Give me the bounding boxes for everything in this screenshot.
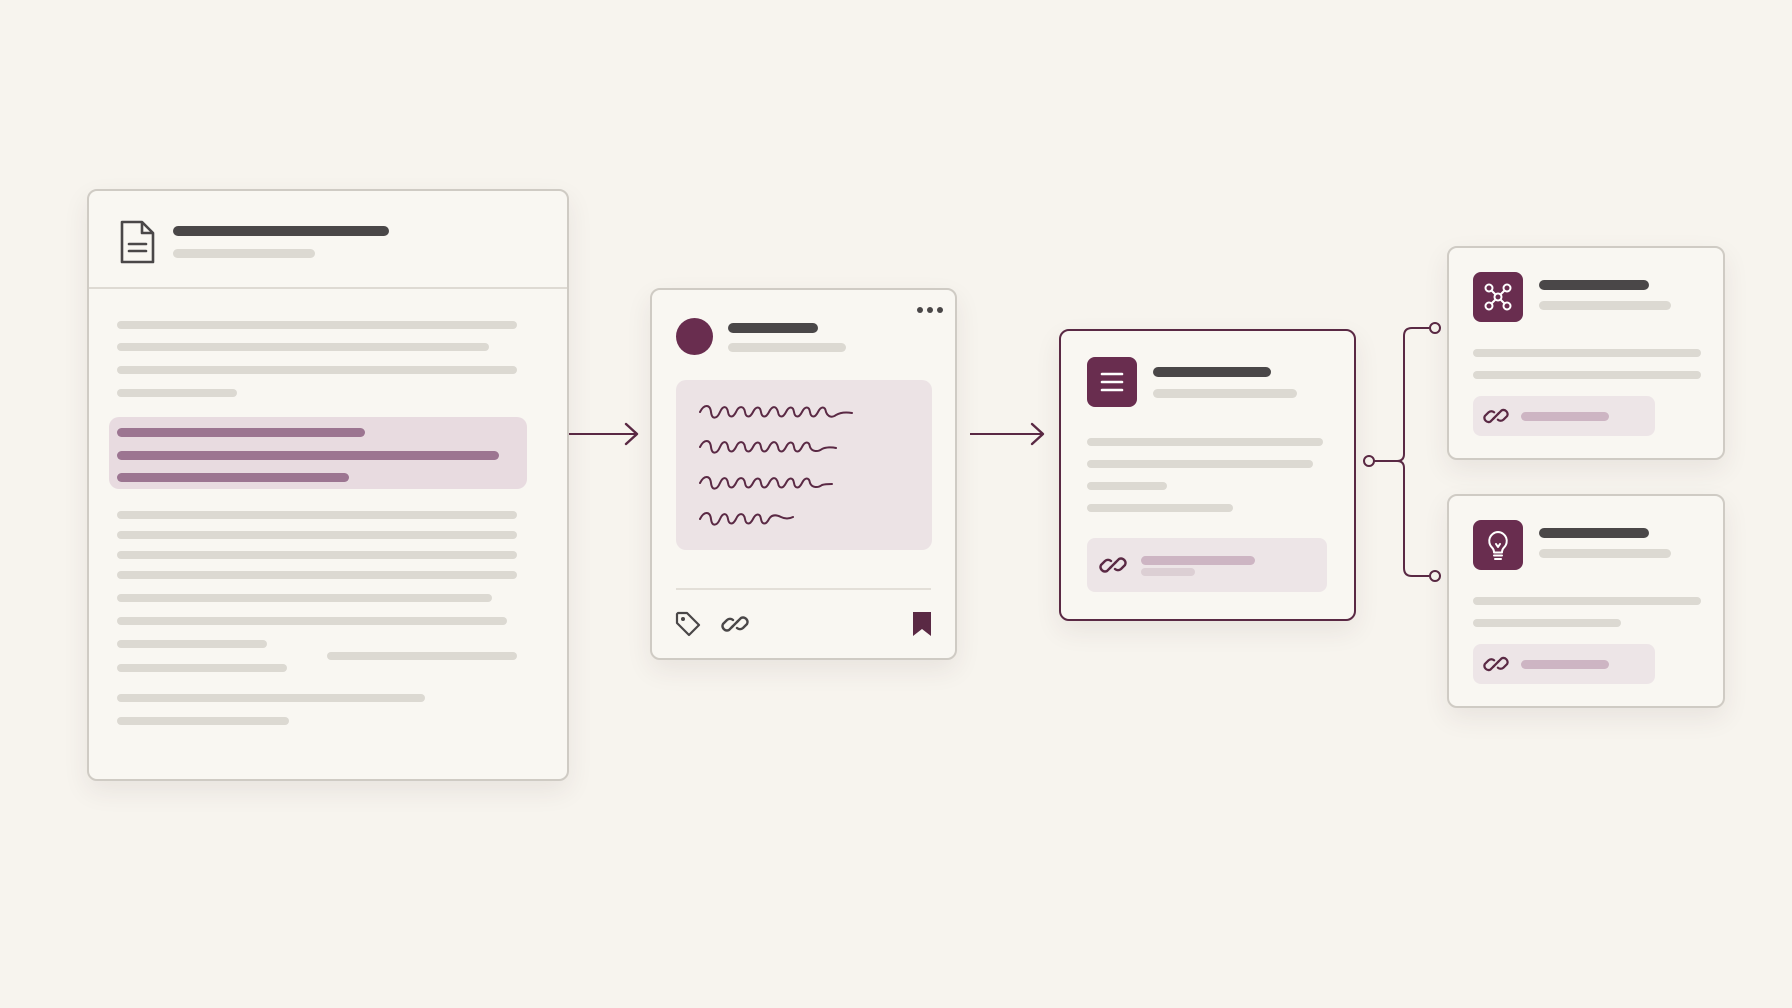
note-author-placeholder [728,323,818,333]
text-line [1087,504,1233,512]
edge-note-to-structured [970,422,1045,446]
link-icon [1483,656,1509,672]
bookmark-icon[interactable] [910,610,934,638]
text-line [1087,438,1323,446]
more-icon[interactable] [916,306,944,314]
note-meta-placeholder [728,343,846,352]
link-subtext-placeholder [1141,568,1195,576]
text-line [117,366,517,374]
text-line [1087,460,1313,468]
link-icon[interactable] [721,610,749,638]
highlighted-line [117,451,499,460]
note-card [650,288,957,660]
tag-icon[interactable] [674,610,702,638]
text-line [1473,597,1701,605]
link-reference-chip[interactable] [1087,538,1327,592]
text-line [1087,482,1167,490]
highlighted-line [117,428,365,437]
text-line [117,531,517,539]
structured-subtitle-placeholder [1153,389,1297,398]
text-line [117,694,425,702]
list-icon-tile [1087,357,1137,407]
document-icon [120,220,155,264]
text-line [1473,349,1701,357]
lightbulb-icon-tile [1473,520,1523,570]
idea-card [1447,494,1725,708]
handwriting-scribble [699,405,853,526]
highlighted-passage [109,417,527,489]
link-icon [1483,408,1509,424]
text-line [117,511,517,519]
edge-branch-to-cards [1363,322,1441,582]
source-document-card [87,189,569,781]
text-line [117,571,517,579]
link-icon [1099,557,1127,573]
link-text-placeholder [1521,412,1609,421]
avatar [676,318,713,355]
text-line [117,664,287,672]
link-reference-chip[interactable] [1473,644,1655,684]
text-line [117,640,267,648]
lightbulb-icon [1488,531,1508,560]
network-icon-tile [1473,272,1523,322]
idea-subtitle-placeholder [1539,549,1671,558]
text-line [117,321,517,329]
note-footer-divider [676,588,931,590]
link-text-placeholder [1141,556,1255,565]
text-line [117,717,289,725]
text-line [327,652,517,660]
network-icon [1484,283,1512,311]
text-line [117,343,489,351]
concept-title-placeholder [1539,280,1649,290]
structured-note-card [1059,329,1356,621]
link-reference-chip[interactable] [1473,396,1655,436]
document-header-divider [89,287,567,289]
link-text-placeholder [1521,660,1609,669]
structured-title-placeholder [1153,367,1271,377]
text-line [1473,371,1701,379]
idea-title-placeholder [1539,528,1649,538]
text-line [117,617,507,625]
document-subtitle-placeholder [173,249,315,258]
document-title-placeholder [173,226,389,236]
text-line [1473,619,1621,627]
text-line [117,389,237,397]
highlighted-line [117,473,349,482]
list-icon [1100,372,1124,392]
text-line [117,594,492,602]
concept-card [1447,246,1725,460]
handwritten-note [676,380,932,550]
concept-subtitle-placeholder [1539,301,1671,310]
text-line [117,551,517,559]
